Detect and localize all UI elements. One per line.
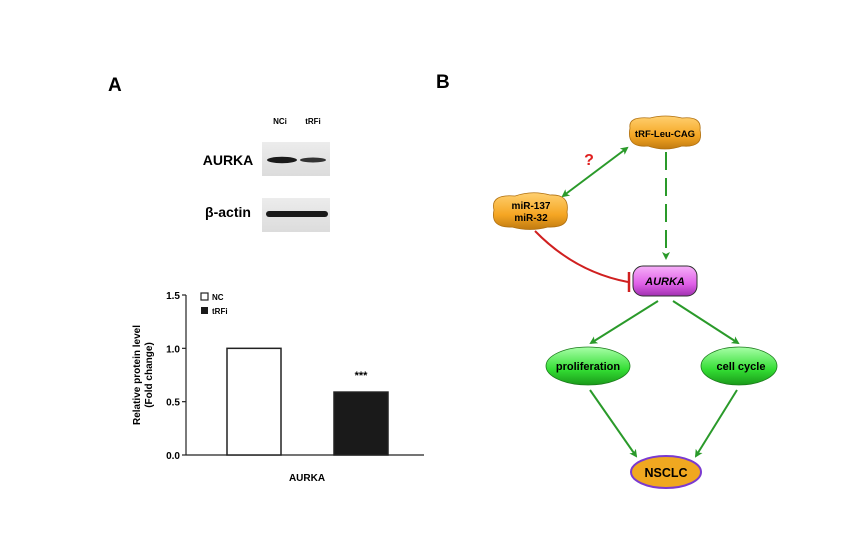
y-tick-label: 1.5 <box>166 291 180 302</box>
node-label-cell-cycle: cell cycle <box>717 361 766 373</box>
panel-a-label: A <box>108 75 122 96</box>
bar-trfi <box>333 391 389 456</box>
arrow-cellcycle-nsclc <box>694 389 738 458</box>
node-aurka: AURKA <box>632 265 698 297</box>
bar-nc <box>226 347 282 456</box>
y-axis-label: Relative protein level <box>132 325 143 425</box>
panel-b-label: B <box>436 72 450 93</box>
lane-label-nci: NCi <box>273 117 287 126</box>
western-blot-aurka <box>262 142 330 176</box>
y-tick-label: 0.5 <box>166 398 180 409</box>
blot-row-actin: β-actin <box>205 204 251 220</box>
legend-label-trfi: tRFi <box>212 307 228 316</box>
arrow-proliferation-nsclc <box>589 389 638 458</box>
node-trf-leu-cag: tRF-Leu-CAG <box>629 115 701 150</box>
arrow-aurka-proliferation <box>589 300 659 345</box>
node-label-trf: tRF-Leu-CAG <box>635 129 695 140</box>
node-label-nsclc: NSCLC <box>644 466 687 480</box>
node-label-aurka: AURKA <box>644 276 685 288</box>
significance-annotation: *** <box>355 370 369 382</box>
node-label-mir32: miR-32 <box>514 213 548 224</box>
inhibition-edge <box>534 230 629 283</box>
western-blot-actin <box>262 198 330 232</box>
node-label-mir137: miR-137 <box>512 201 551 212</box>
bar-chart: Relative protein level (Fold change) 0.0… <box>132 291 424 484</box>
y-tick-label: 1.0 <box>166 344 180 355</box>
legend-swatch-nc <box>200 292 209 301</box>
blot-row-aurka: AURKA <box>203 152 254 168</box>
lane-label-trfi: tRFi <box>305 117 321 126</box>
y-axis-label-2: (Fold change) <box>144 342 155 408</box>
legend: NC tRFi <box>200 292 228 316</box>
question-mark: ? <box>584 152 594 169</box>
legend-label-nc: NC <box>212 293 224 302</box>
y-tick-label: 0.0 <box>166 451 180 462</box>
node-proliferation: proliferation <box>545 346 631 386</box>
legend-swatch-trfi <box>201 307 208 314</box>
bidirectional-arrow <box>561 146 629 198</box>
x-category-label: AURKA <box>289 473 325 484</box>
node-nsclc: NSCLC <box>630 455 702 489</box>
arrow-aurka-cellcycle <box>672 300 740 345</box>
node-cell-cycle: cell cycle <box>700 346 778 386</box>
node-mirna: miR-137 miR-32 <box>493 192 568 230</box>
node-label-proliferation: proliferation <box>556 361 620 373</box>
